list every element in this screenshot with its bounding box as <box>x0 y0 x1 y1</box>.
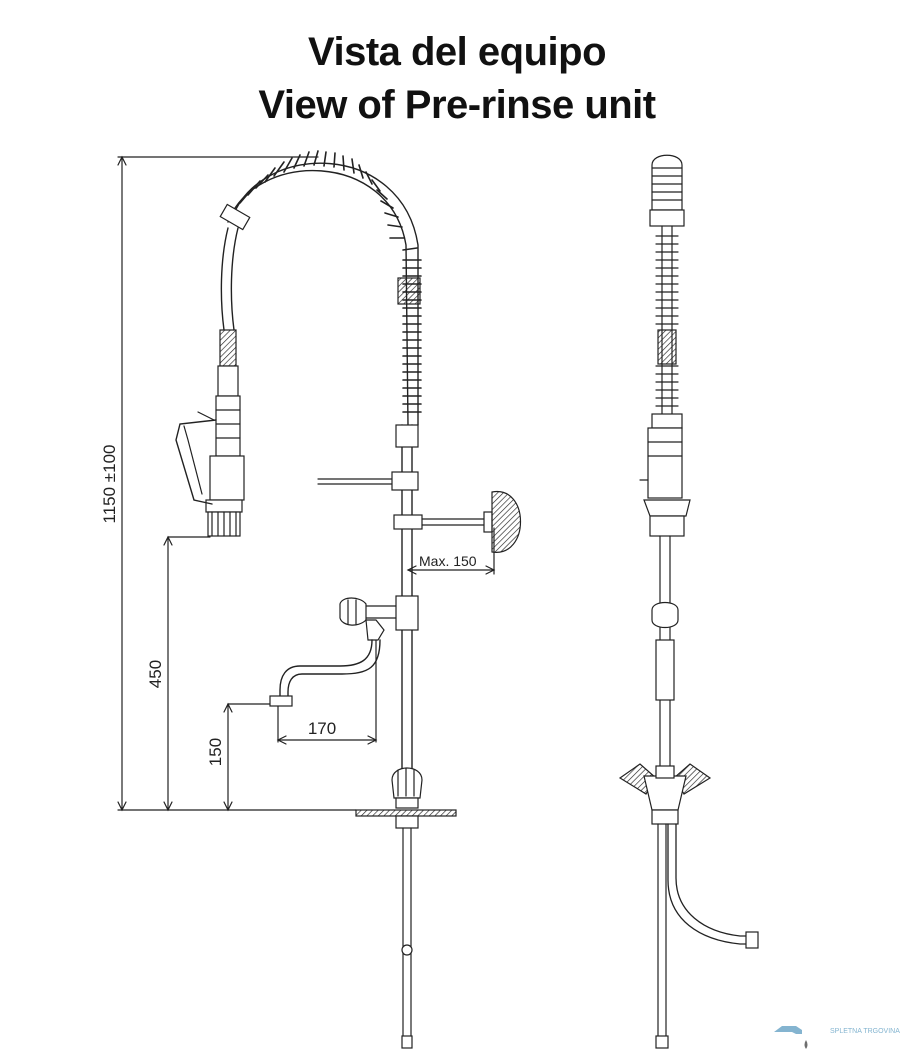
dimension-lines <box>117 155 496 812</box>
title-spanish: Vista del equipo <box>308 30 607 74</box>
dimension-total-height: 1150 ±100 <box>100 445 119 524</box>
dimension-spout-reach: 170 <box>308 719 336 738</box>
title-english: View of Pre-rinse unit <box>258 83 656 127</box>
watermark: SPLETNA TRGOVINA <box>774 1026 900 1049</box>
watermark-text: SPLETNA TRGOVINA <box>830 1028 900 1035</box>
front-view <box>175 150 521 1049</box>
faucet-logo-icon <box>774 1026 802 1034</box>
dimension-bracket-max: Max. 150 <box>419 553 477 569</box>
dimension-spout-height: 150 <box>206 738 225 766</box>
dimension-spray-height: 450 <box>146 660 165 688</box>
side-view <box>618 154 759 1049</box>
